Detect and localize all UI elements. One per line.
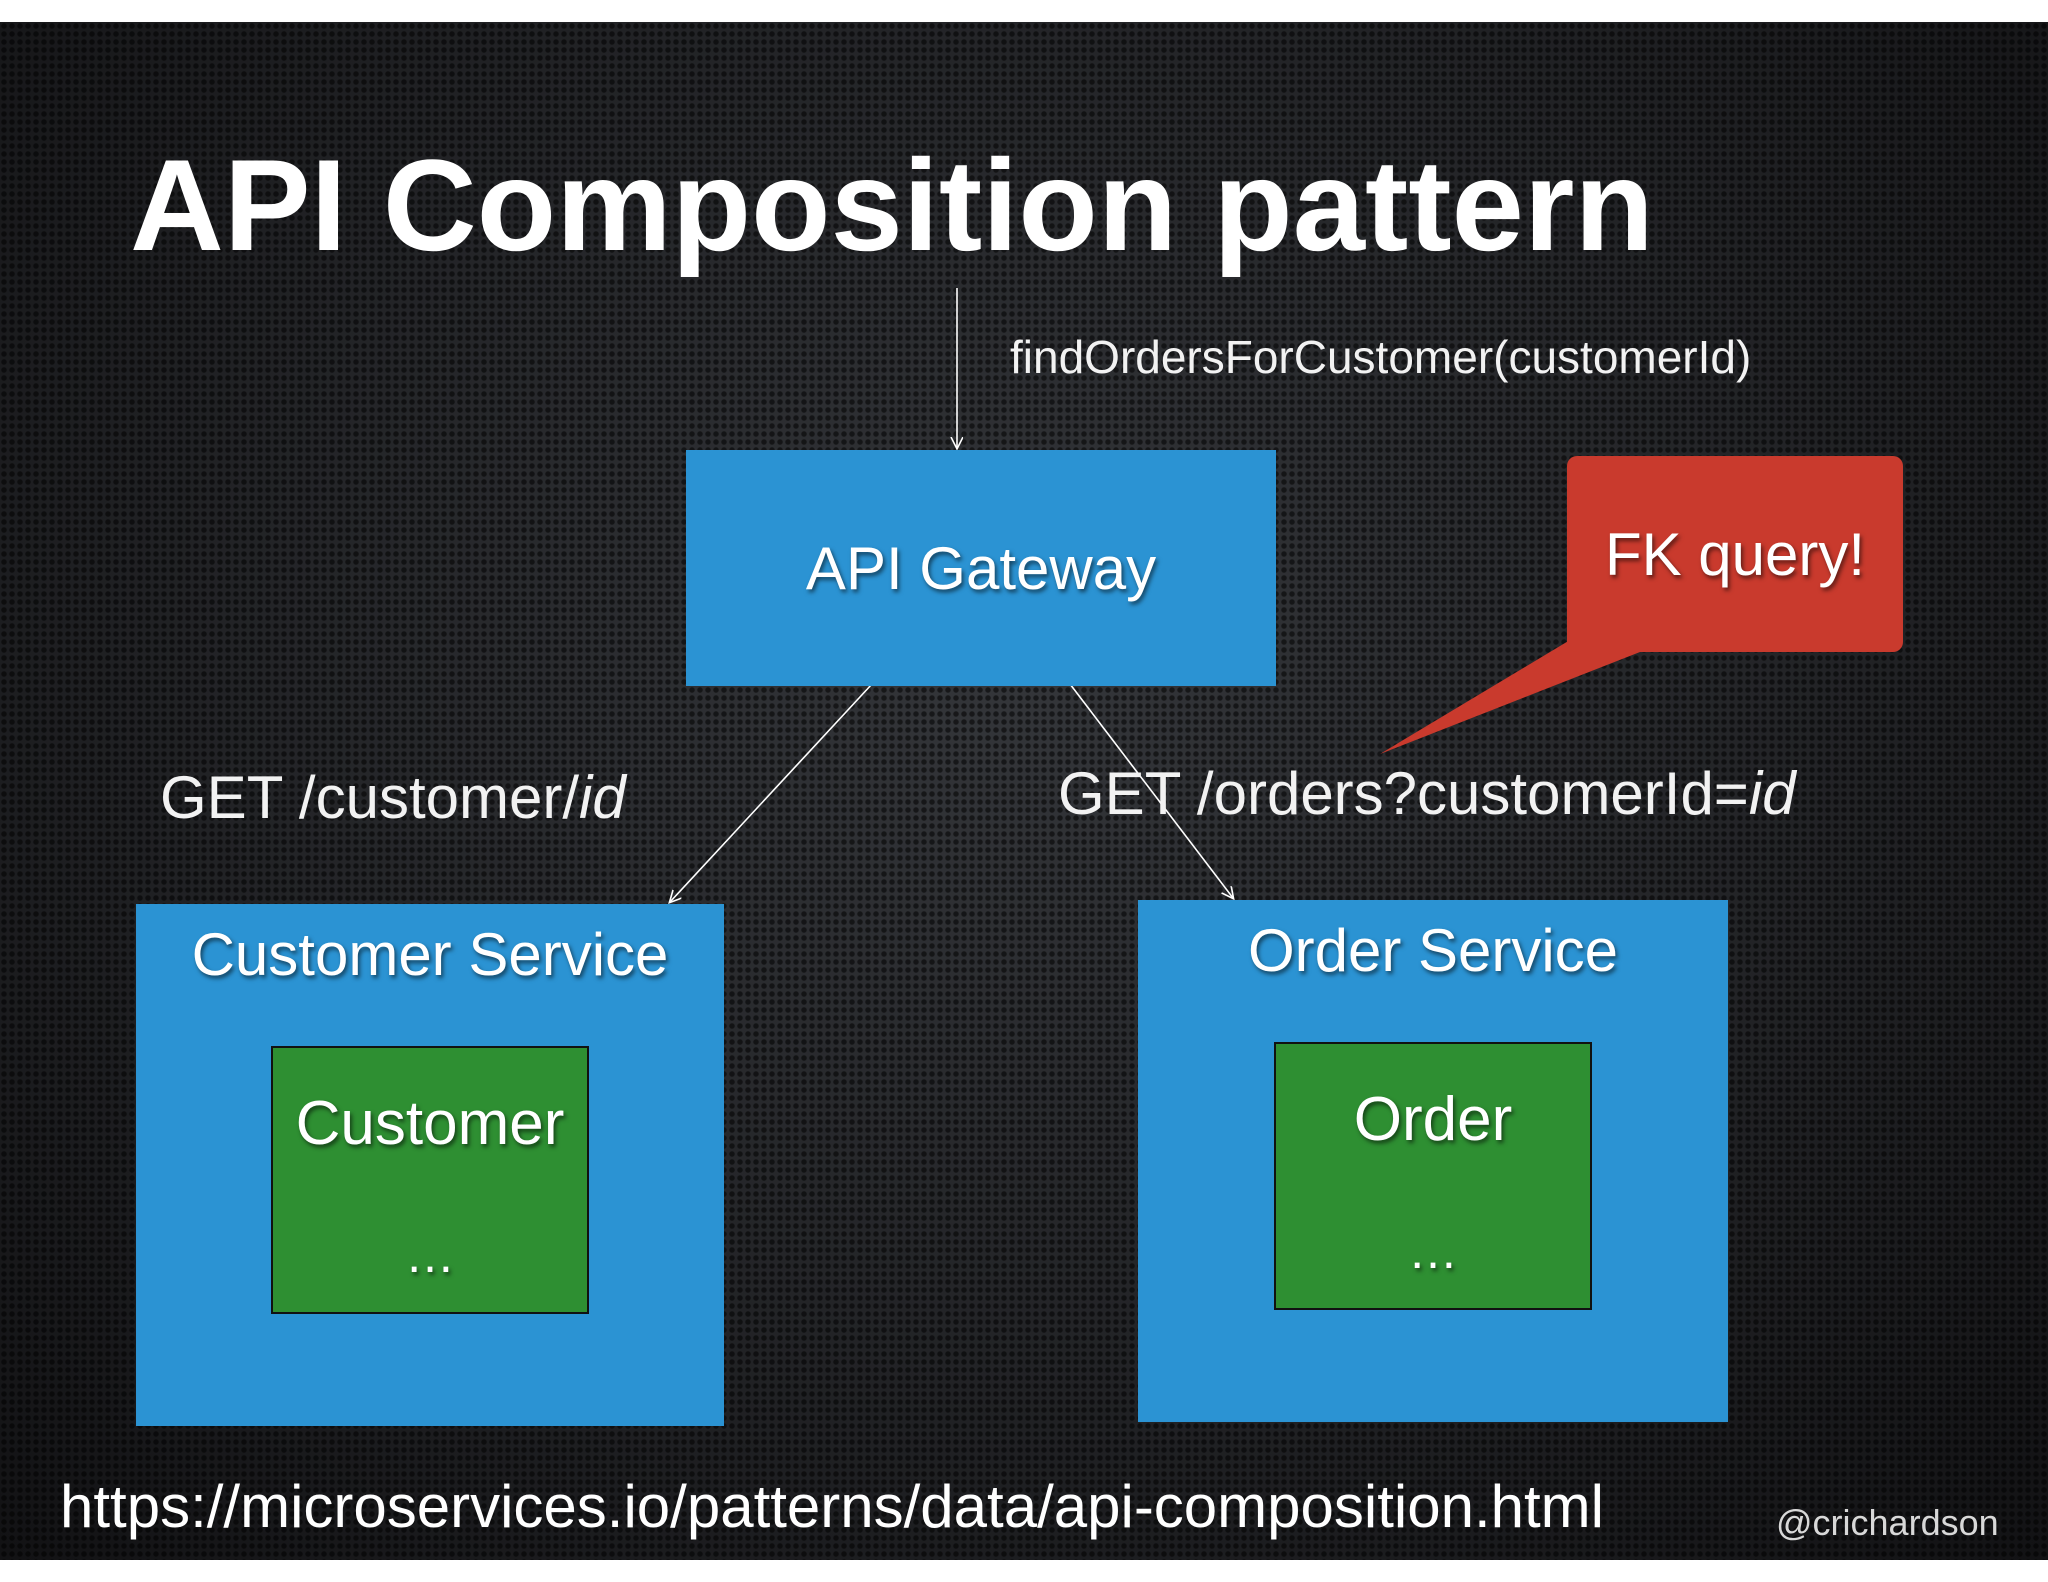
customer-call-path: GET /customer/ [160,764,580,831]
api-gateway-label: API Gateway [805,534,1157,602]
order-more-box: … [1274,1194,1592,1310]
pattern-url[interactable]: https://microservices.io/patterns/data/a… [60,1473,1604,1540]
order-more-label: … [1408,1223,1458,1279]
orders-call-arrow [1069,683,1233,898]
order-service-title: Order Service [1247,917,1619,984]
slide: API Composition pattern findOrdersForCus… [0,22,2048,1560]
author-handle: @crichardson [1776,1502,1999,1543]
customer-call-arrow [670,683,873,902]
page-title: API Composition pattern [130,132,1654,278]
callout-tail [1380,634,1640,754]
customer-more-box: … [271,1198,589,1314]
customer-entity-label: Customer [295,1089,565,1158]
order-service-box: Order Service Order … [1138,900,1728,1422]
customer-service-box: Customer Service Customer … [136,904,724,1426]
connector-lines [0,288,1640,1560]
orders-call-label: GET /orders?customerId=id [1058,758,1796,830]
customer-call-label: GET /customer/id [160,762,626,834]
orders-call-param: id [1748,760,1796,827]
order-entity-box: Order [1274,1042,1592,1196]
customer-entity-box: Customer [271,1046,589,1200]
order-entity-label: Order [1353,1085,1513,1154]
callout-label: FK query! [1604,520,1866,588]
request-label: findOrdersForCustomer(customerId) [1010,331,1752,383]
customer-more-label: … [405,1227,455,1283]
fk-query-callout: FK query! [1567,456,1903,652]
api-gateway-box: API Gateway [686,450,1276,686]
customer-call-param: id [579,764,626,831]
orders-call-path: GET /orders?customerId= [1058,760,1749,827]
customer-service-title: Customer Service [191,921,669,988]
